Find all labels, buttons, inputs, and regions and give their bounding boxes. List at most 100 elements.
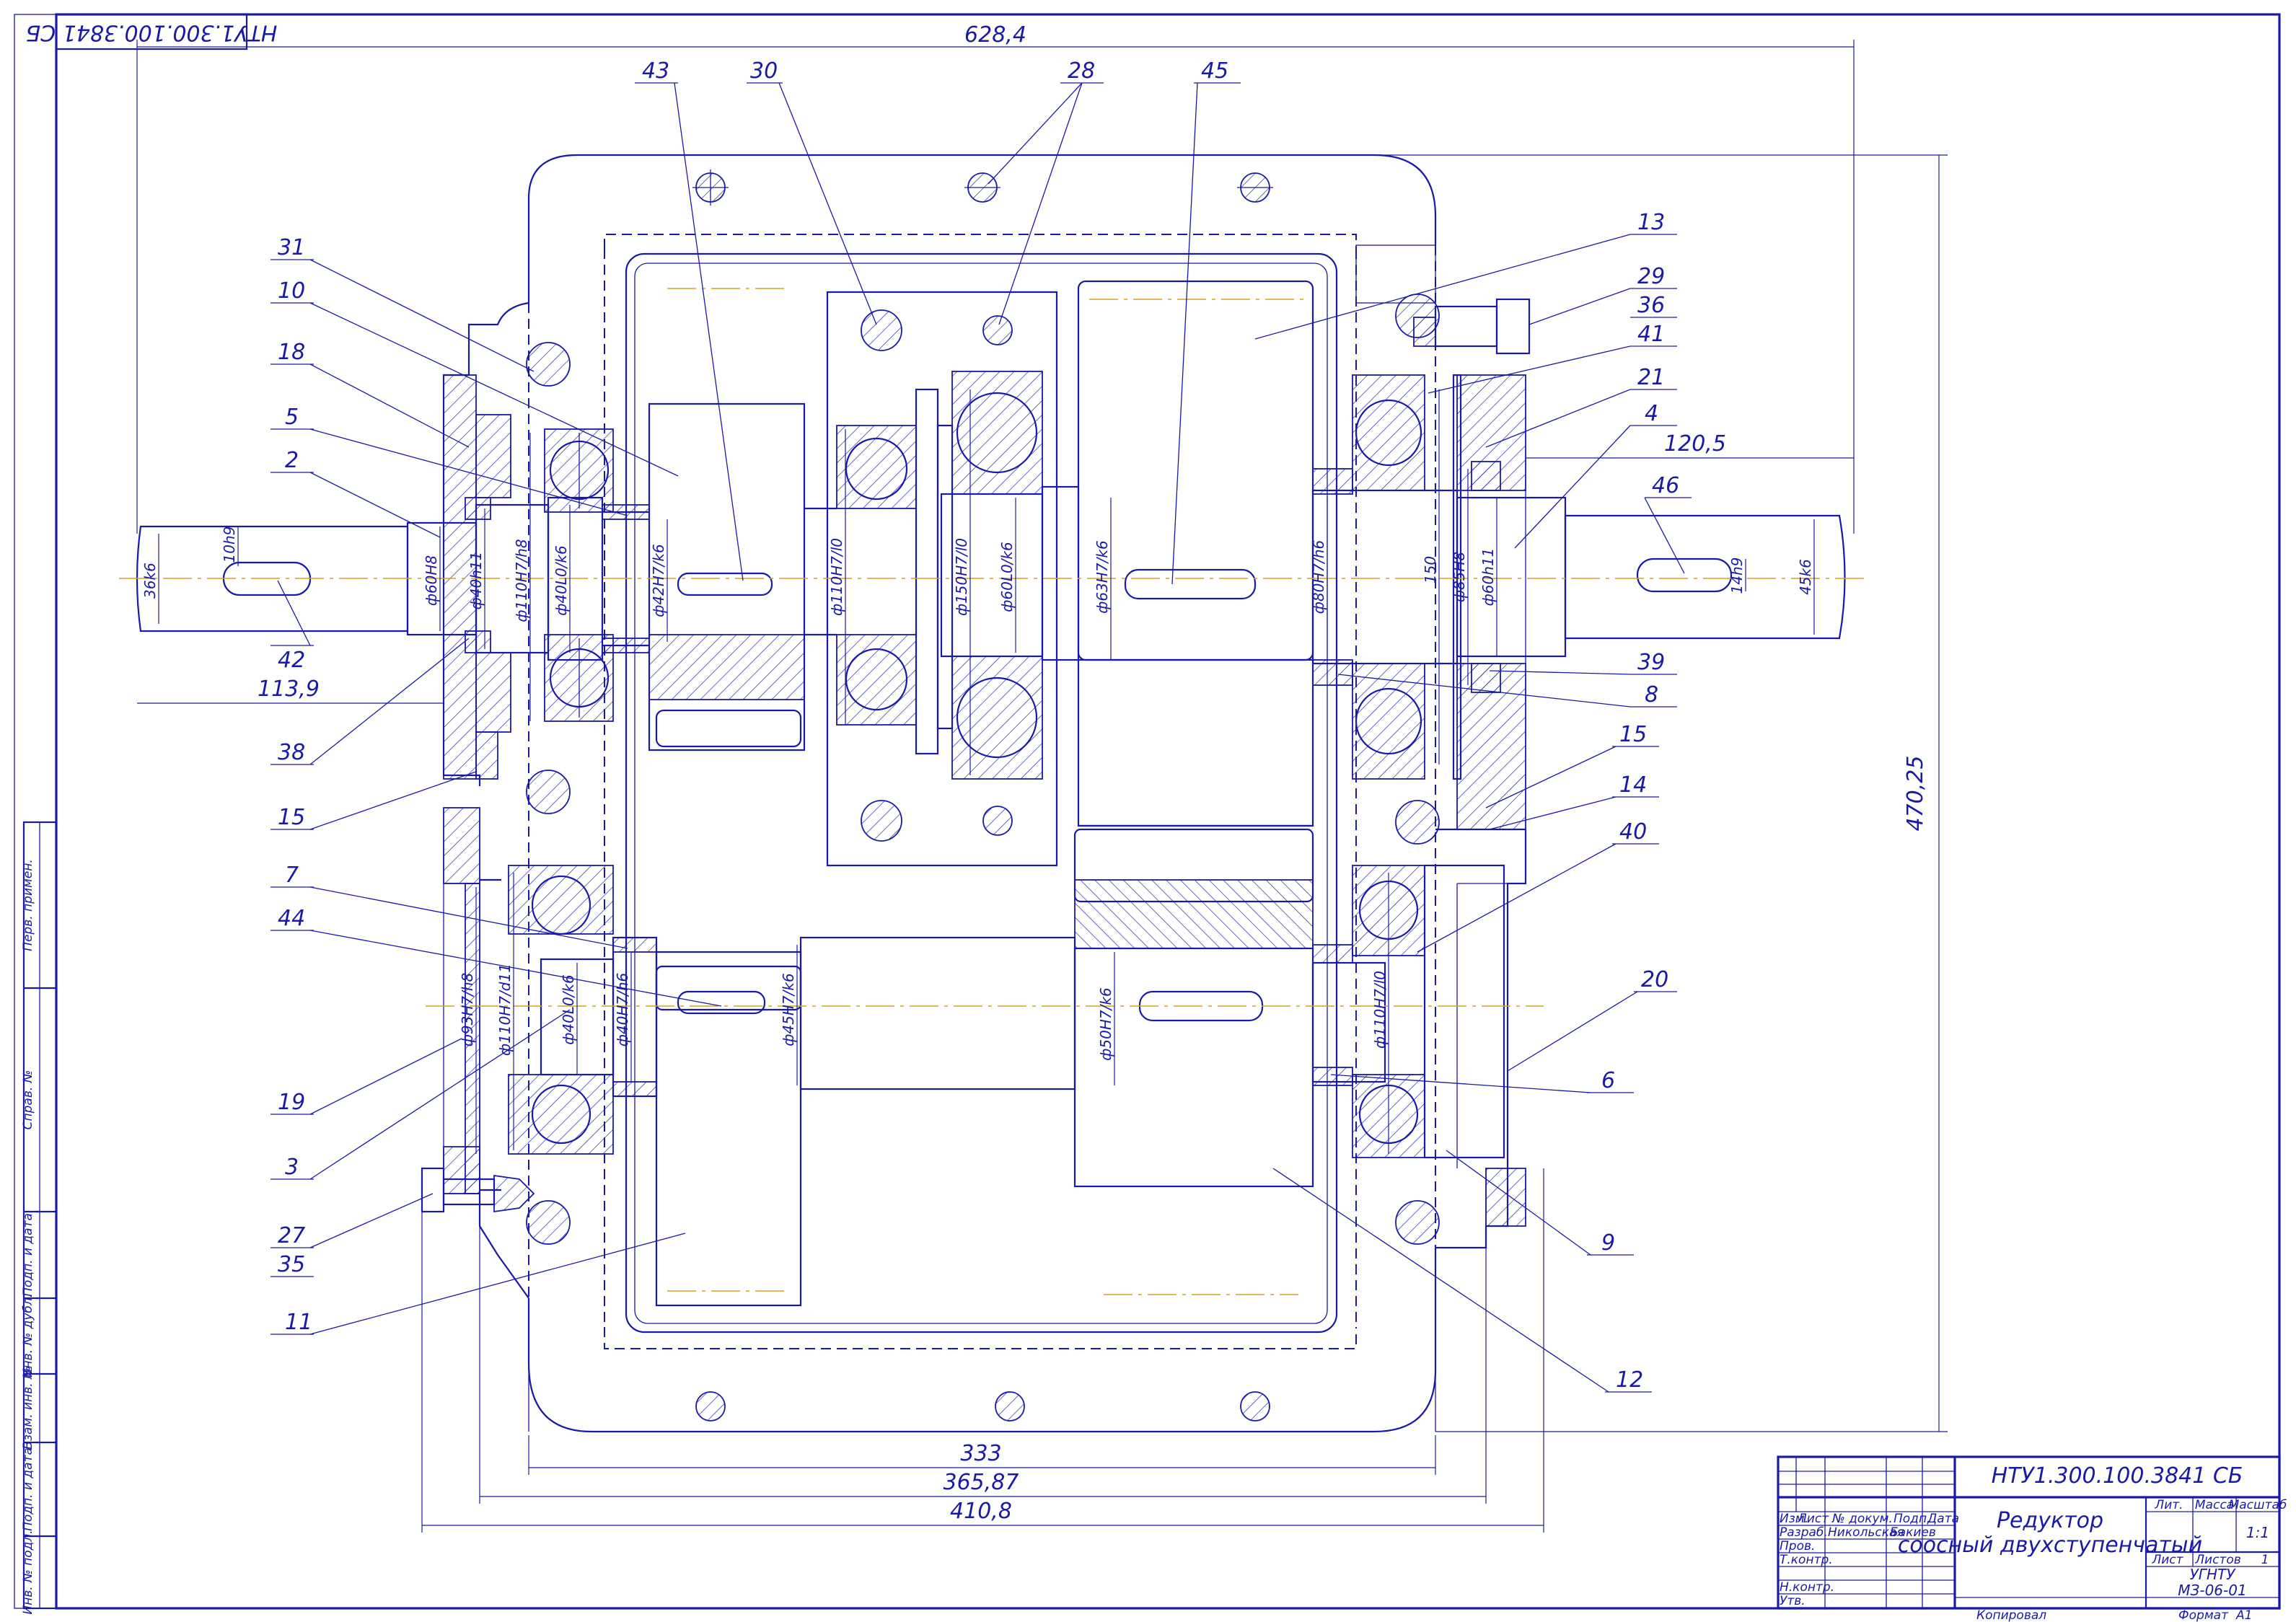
callout-15-left: 15	[278, 805, 305, 830]
tb-developer: Никольская	[1828, 1525, 1904, 1540]
fit-45k6: 45k6	[1797, 559, 1814, 595]
callout-29: 29	[1637, 264, 1665, 289]
tb-lit: Лит.	[2154, 1498, 2183, 1512]
callout-42: 42	[278, 648, 305, 673]
callout-13: 13	[1637, 210, 1665, 235]
bolt-holes	[526, 169, 1440, 1422]
tb-role-tcontrol: Т.контр.	[1780, 1553, 1833, 1567]
fit-63H7k6: ф63H7/k6	[1094, 540, 1111, 613]
fit-85H8: ф85H8	[1451, 552, 1468, 602]
callout-5: 5	[285, 405, 299, 430]
title-block: НТУ1.300.100.3841 СБ Редуктор соосный дв…	[1777, 1455, 2287, 1622]
intermediate-shaft	[508, 828, 1505, 1307]
strip-dup: Инв. № дубл.	[21, 1294, 35, 1378]
fit-40h11: ф40h11	[467, 552, 485, 610]
fit-80H7h6: ф80H7/h6	[1310, 540, 1327, 614]
callout-10: 10	[278, 278, 305, 304]
tb-org-2: МЗ-06-01	[2178, 1582, 2246, 1599]
callout-36: 36	[1637, 293, 1665, 318]
callout-leaders	[270, 82, 1692, 1393]
strip-replace: Взам. инв. №	[21, 1366, 35, 1449]
tb-name-1: Редуктор	[1997, 1508, 2103, 1533]
strip-inv: Инв. № подл.	[21, 1530, 35, 1614]
fit-60L0k6: ф60L0/k6	[998, 542, 1016, 612]
tb-org-1: УГНТУ	[2190, 1566, 2237, 1583]
tb-copied: Копировал	[1976, 1608, 2046, 1622]
left-bearing-caps	[443, 374, 511, 1194]
center-bearing-support	[804, 291, 1080, 867]
tb-row-date: Дата	[1927, 1512, 1959, 1526]
fit-45H7k6: ф45H7/k6	[780, 973, 797, 1046]
center-lines	[119, 288, 1868, 1295]
callout-3: 3	[285, 1155, 299, 1180]
callout-28: 28	[1068, 58, 1095, 84]
callout-46: 46	[1652, 473, 1679, 498]
tb-sheet: Лист	[2151, 1553, 2183, 1567]
tb-role-approve: Утв.	[1780, 1594, 1805, 1608]
fit-40L0k6: ф40L0/k6	[553, 545, 570, 615]
callout-14: 14	[1619, 772, 1647, 798]
housing	[442, 154, 1527, 1433]
callout-20: 20	[1641, 967, 1668, 992]
fit-14h9: 14h9	[1728, 557, 1746, 594]
dim-365-87: 365,87	[944, 1470, 1019, 1495]
callout-6: 6	[1601, 1068, 1615, 1093]
callout-11: 11	[285, 1310, 312, 1335]
tb-role-develop: Разраб.	[1780, 1525, 1828, 1540]
callout-38: 38	[278, 740, 305, 765]
callout-19: 19	[278, 1090, 305, 1115]
tb-sheets-value: 1	[2261, 1553, 2269, 1567]
input-shaft	[136, 402, 806, 752]
dim-overall-width: 628,4	[964, 22, 1026, 48]
tb-name-2: соосный двухступенчатый	[1898, 1533, 2202, 1558]
fit-labels: 36k6 10h9 ф60H8 ф40h11 ф110H7/h8 ф40L0/k…	[141, 389, 1815, 1154]
dim-overall-height: 470,25	[1903, 756, 1928, 832]
gear-upper-right	[1077, 280, 1314, 827]
callout-30: 30	[750, 58, 778, 84]
callout-39: 39	[1637, 650, 1665, 675]
dim-333: 333	[960, 1441, 1001, 1466]
callout-41: 41	[1637, 322, 1665, 347]
tb-mass: Масса	[2195, 1498, 2234, 1512]
tb-designation: НТУ1.300.100.3841 СБ	[1992, 1463, 2243, 1489]
strip-sign-date-2: Подп. и дата	[21, 1447, 35, 1531]
side-strip: Перв. примен. Справ. № Подп. и дата Инв.…	[21, 821, 58, 1615]
tb-format-value: А1	[2235, 1608, 2252, 1622]
fit-10h9: 10h9	[221, 526, 238, 563]
dim-120-5: 120,5	[1664, 431, 1726, 457]
upper-right-bolt	[1413, 298, 1531, 355]
callout-35: 35	[278, 1252, 305, 1277]
fit-42H7k6: ф42H7/k6	[650, 544, 667, 617]
fit-60h11: ф60h11	[1479, 548, 1497, 607]
fit-40H7h6: ф40H7/h6	[614, 973, 631, 1046]
strip-ref: Справ. №	[21, 1070, 35, 1130]
fit-150H7l0: ф150H7/l0	[953, 538, 970, 616]
callout-numbers: 43 30 28 45 13 29 36 41 21 4 46 31 10 18…	[278, 58, 1679, 1393]
tb-scale: Масштаб	[2229, 1498, 2287, 1512]
fit-50H7k6: ф50H7/k6	[1097, 987, 1114, 1060]
tb-role-check: Пров.	[1780, 1539, 1815, 1553]
strip-sign-date-1: Подп. и дата	[21, 1213, 35, 1297]
bearing-upper-left	[544, 428, 614, 722]
callout-21: 21	[1637, 365, 1665, 390]
dimensions: 628,4 470,25 113,9 120,5 333 365,87 410,…	[136, 22, 1948, 1533]
sheet-frame	[14, 13, 2281, 1610]
tb-row-doc: № докум.	[1831, 1512, 1893, 1526]
callout-44: 44	[278, 906, 305, 931]
callout-15-right: 15	[1619, 722, 1647, 747]
fit-60H8: ф60H8	[423, 555, 440, 606]
tb-sheets: Листов	[2194, 1553, 2241, 1567]
callout-18: 18	[278, 340, 305, 365]
callout-27: 27	[278, 1223, 305, 1248]
callout-12: 12	[1616, 1367, 1643, 1393]
callout-4: 4	[1645, 401, 1658, 426]
tb-scale-value: 1:1	[2246, 1524, 2269, 1541]
fit-110H7d11: ф110H7/d11	[496, 964, 514, 1056]
callout-8: 8	[1645, 682, 1658, 708]
tb-row-change: Изм.	[1780, 1512, 1808, 1526]
tb-checker: Бакиев	[1890, 1525, 1936, 1540]
fit-40L0k6-lower: ф40L0/k6	[560, 974, 577, 1044]
rotated-stamp-text: НТУ1.300.100.3841 СБ	[26, 20, 278, 45]
strip-first-use: Перв. примен.	[21, 859, 35, 951]
